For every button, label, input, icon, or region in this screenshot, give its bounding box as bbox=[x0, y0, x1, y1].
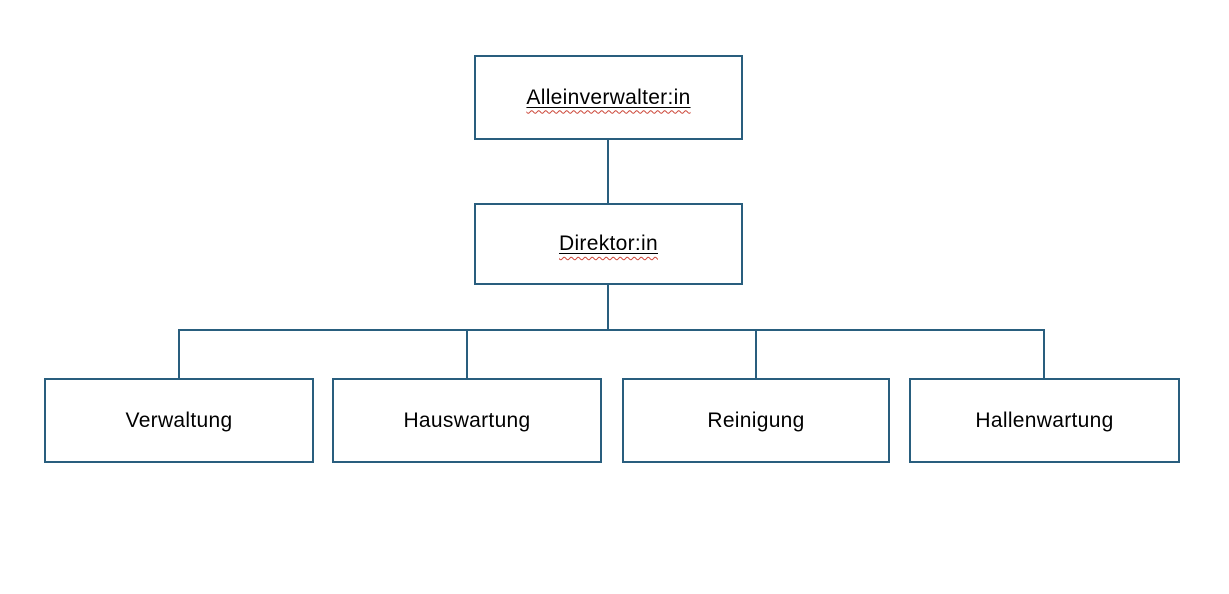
org-node-label: Reinigung bbox=[707, 408, 805, 432]
org-node-label: Direktor:in bbox=[559, 232, 658, 255]
connector-horizontal-bus bbox=[178, 329, 1045, 331]
org-node-verwaltung[interactable]: Verwaltung bbox=[44, 378, 314, 463]
org-node-label: Hallenwartung bbox=[975, 408, 1114, 432]
org-node-alleinverwalter[interactable]: Alleinverwalter:in bbox=[474, 55, 743, 140]
connector-alleinverwalter-direktor bbox=[607, 139, 609, 203]
underlined-label-wrapper: Alleinverwalter:in bbox=[526, 86, 690, 110]
connector-drop-reinigung bbox=[755, 329, 757, 378]
org-node-direktor[interactable]: Direktor:in bbox=[474, 203, 743, 285]
org-node-label: Hauswartung bbox=[403, 408, 531, 432]
org-node-hauswartung[interactable]: Hauswartung bbox=[332, 378, 602, 463]
org-node-hallenwartung[interactable]: Hallenwartung bbox=[909, 378, 1180, 463]
connector-direktor-stem bbox=[607, 285, 609, 331]
connector-drop-hauswartung bbox=[466, 329, 468, 378]
org-node-reinigung[interactable]: Reinigung bbox=[622, 378, 890, 463]
connector-drop-verwaltung bbox=[178, 329, 180, 378]
connector-drop-hallenwartung bbox=[1043, 329, 1045, 378]
org-node-label: Verwaltung bbox=[125, 408, 233, 432]
org-node-label: Alleinverwalter:in bbox=[526, 85, 691, 109]
underlined-label-wrapper: Direktor:in bbox=[559, 232, 658, 256]
